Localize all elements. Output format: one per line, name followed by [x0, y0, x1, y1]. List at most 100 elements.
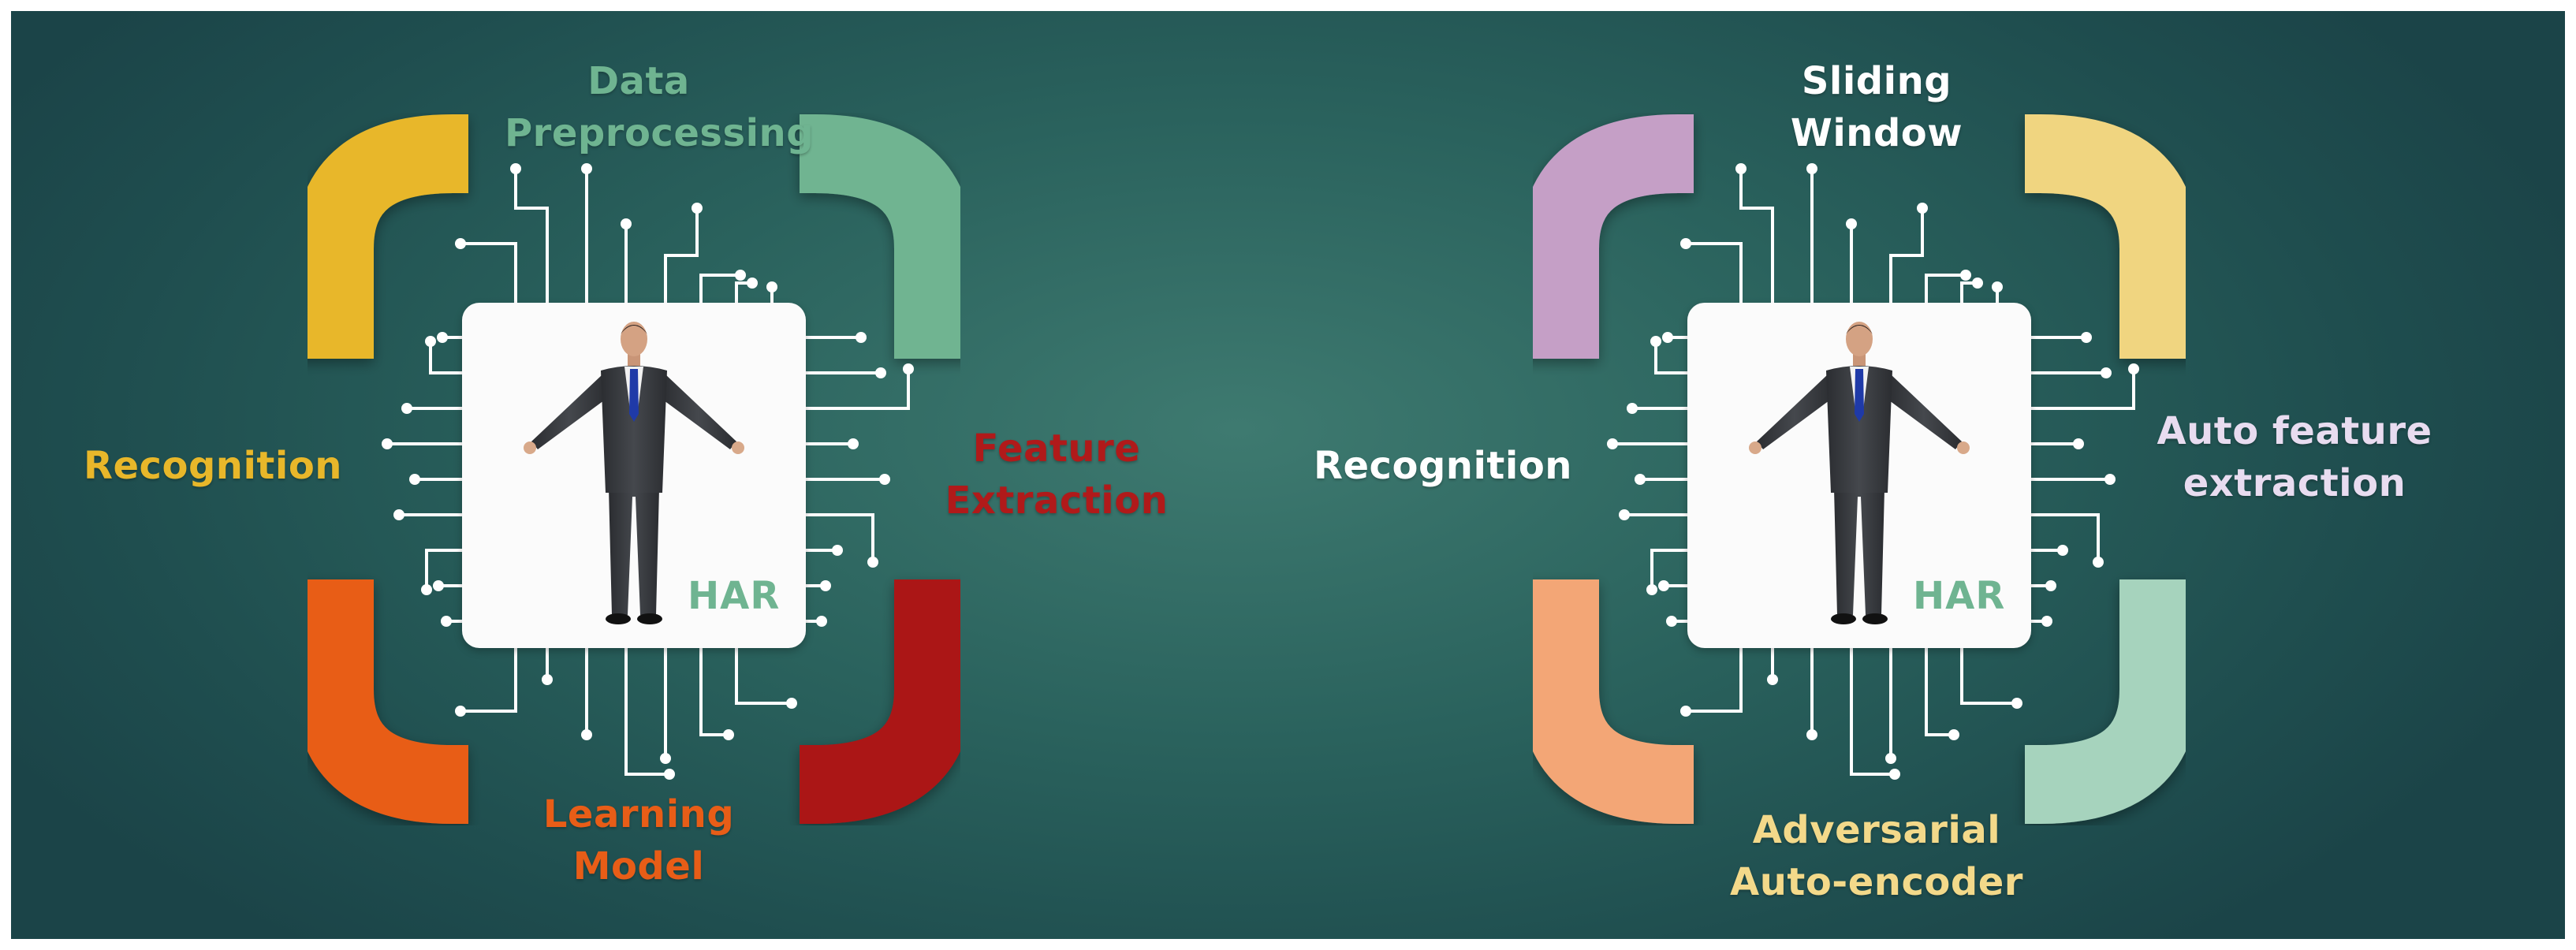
right-har-label: HAR: [1913, 574, 2006, 618]
circuit-node: [1846, 218, 1857, 229]
circuit-trace: [514, 169, 549, 303]
circuit-nodes: [382, 163, 914, 780]
circuit-trace: [1925, 274, 1966, 303]
circuit-node: [1992, 281, 2003, 292]
circuit-node: [425, 336, 436, 347]
arm-top-right: [2025, 114, 2198, 359]
circuit-node: [664, 769, 675, 780]
circuit-traces: [1612, 169, 2135, 776]
circuit-node: [856, 332, 867, 343]
circuit-node: [2011, 698, 2022, 709]
circuit-node: [1607, 438, 1618, 449]
label-line: Recognition: [1314, 444, 1572, 488]
circuit-node: [2093, 557, 2104, 568]
circuit-node: [1666, 616, 1677, 627]
circuit-nodes: [1607, 163, 2139, 780]
circuit-node: [1948, 729, 1959, 740]
circuit-node: [1767, 674, 1778, 685]
circuit-trace: [2031, 369, 2135, 410]
arm-bottom-left: [1520, 579, 1694, 824]
circuit-node: [1680, 706, 1691, 717]
circuit-node: [2101, 367, 2112, 378]
circuit-node: [879, 474, 890, 485]
arm-top-left: [295, 114, 468, 359]
left-diagram: [295, 114, 973, 824]
circuit-node: [1735, 163, 1747, 174]
label-line: Preprocessing: [505, 111, 815, 155]
circuit-node: [832, 545, 843, 556]
circuit-node: [455, 238, 466, 249]
circuit-node: [2057, 545, 2068, 556]
circuit-node: [2081, 332, 2092, 343]
circuit-node: [1885, 753, 1896, 764]
right-label-recognition: Recognition: [1309, 440, 1577, 492]
left-label-learning-model: Learning Model: [513, 788, 765, 892]
circuit-node: [660, 753, 671, 764]
circuit-trace: [1650, 549, 1687, 590]
circuit-node: [1889, 769, 1900, 780]
circuit-trace: [1960, 648, 2017, 705]
circuit-node: [1680, 238, 1691, 249]
right-label-auto-feature-extraction: Auto feature extraction: [2145, 405, 2444, 509]
circuit-trace: [624, 648, 669, 776]
circuit-node: [621, 218, 632, 229]
circuit-node: [735, 270, 746, 281]
circuit-node: [875, 367, 886, 378]
circuit-node: [1658, 580, 1669, 591]
circuit-node: [867, 557, 878, 568]
circuit-node: [1627, 403, 1638, 414]
circuit-node: [421, 584, 432, 595]
circuit-trace: [1850, 648, 1895, 776]
circuit-trace: [664, 208, 699, 303]
circuit-node: [692, 203, 703, 214]
circuit-node: [747, 278, 758, 289]
circuit-trace: [425, 549, 462, 590]
circuit-node: [1662, 332, 1673, 343]
circuit-trace: [429, 341, 462, 374]
label-line: Auto feature: [2157, 409, 2432, 453]
circuit-trace: [699, 274, 740, 303]
circuit-node: [1972, 278, 1983, 289]
label-line: Adversarial: [1752, 808, 2001, 852]
right-diagram: [1520, 114, 2198, 824]
circuit-node: [786, 698, 797, 709]
circuit-node: [441, 616, 452, 627]
circuit-trace: [699, 648, 729, 736]
label-line: extraction: [2183, 461, 2406, 505]
circuit-node: [1917, 203, 1928, 214]
label-line: Auto-encoder: [1730, 860, 2023, 904]
circuit-trace: [2031, 513, 2100, 562]
circuit-trace: [806, 369, 910, 410]
circuit-node: [816, 616, 827, 627]
circuit-node: [1650, 336, 1661, 347]
circuit-node: [510, 163, 521, 174]
arm-bottom-right: [800, 579, 973, 824]
circuit-node: [433, 580, 444, 591]
circuit-trace: [460, 242, 517, 303]
left-label-data-preprocessing: Data Preprocessing: [505, 55, 815, 159]
circuit-node: [903, 363, 914, 374]
circuit-trace: [735, 648, 792, 705]
circuit-node: [2045, 580, 2056, 591]
label-line: Model: [572, 844, 705, 889]
circuit-trace: [1889, 208, 1924, 303]
circuit-node: [1635, 474, 1646, 485]
arm-bottom-left: [295, 579, 468, 824]
label-line: Learning: [542, 792, 735, 836]
label-line: Window: [1790, 111, 1963, 155]
label-line: Sliding: [1801, 59, 1952, 103]
circuit-trace: [1739, 169, 1774, 303]
circuit-trace: [1686, 648, 1743, 713]
circuit-node: [1806, 729, 1817, 740]
circuit-node: [437, 332, 448, 343]
circuit-node: [848, 438, 859, 449]
circuit-node: [542, 674, 553, 685]
circuit-node: [820, 580, 831, 591]
circuit-trace: [1925, 648, 1954, 736]
circuit-node: [393, 509, 404, 520]
label-line: Feature: [972, 427, 1141, 471]
circuit-node: [2104, 474, 2116, 485]
circuit-node: [1619, 509, 1630, 520]
